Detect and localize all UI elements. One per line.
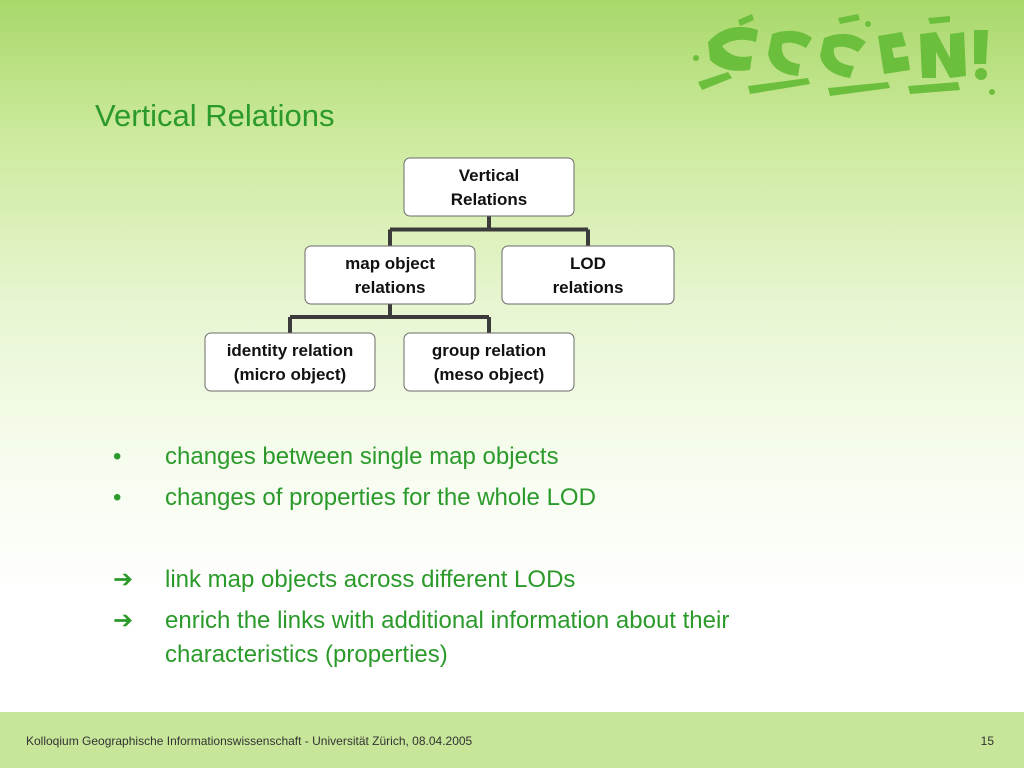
node-box: [403, 332, 575, 392]
node-label: (micro object): [234, 365, 346, 384]
slide-title: Vertical Relations: [95, 98, 335, 133]
node-label: Relations: [451, 190, 528, 209]
node-label: Vertical: [459, 166, 520, 185]
node-group: group relation (meso object): [403, 332, 575, 392]
node-label: map object: [345, 254, 435, 273]
node-map-object: map object relations: [304, 245, 476, 305]
connector-map-object: [288, 304, 491, 333]
diagram-edges: [288, 216, 590, 333]
node-box: [403, 157, 575, 217]
node-box: [204, 332, 376, 392]
node-lod: LOD relations: [501, 245, 675, 305]
node-label: LOD: [570, 254, 606, 273]
node-label: (meso object): [434, 365, 545, 384]
node-label: relations: [553, 278, 624, 297]
node-label: group relation: [432, 341, 546, 360]
node-label: relations: [355, 278, 426, 297]
bullet-text: changes between single map objects: [165, 443, 559, 470]
node-box: [304, 245, 476, 305]
arrow-icon: ➔: [113, 566, 134, 593]
geoneo-logo: [693, 14, 995, 96]
footer-text: Kolloqium Geographische Informationswiss…: [26, 734, 473, 748]
connector-root: [388, 216, 590, 246]
arrow-item-text: enrich the links with additional informa…: [165, 607, 730, 668]
footer-band: [0, 712, 1024, 768]
bullet-marker: •: [113, 484, 122, 511]
node-box: [501, 245, 675, 305]
arrow-item-text: link map objects across different LODs: [165, 566, 576, 593]
page-number: 15: [980, 734, 994, 748]
bullet-text: changes of properties for the whole LOD: [165, 484, 596, 511]
node-label: identity relation: [227, 341, 354, 360]
arrow-icon: ➔: [113, 607, 134, 634]
node-identity: identity relation (micro object): [204, 332, 376, 392]
bullet-marker: •: [113, 443, 122, 470]
